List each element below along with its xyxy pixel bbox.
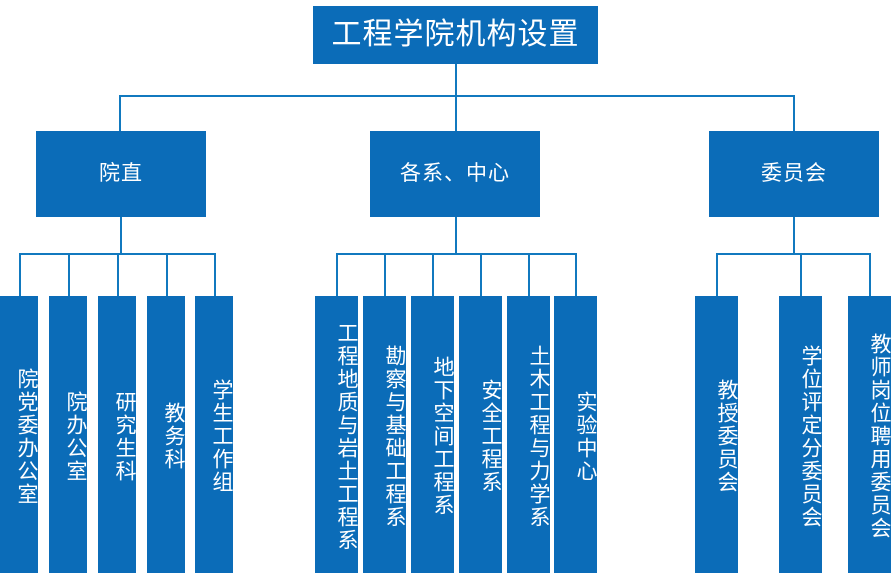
connector-leaf-1-3 xyxy=(117,253,119,296)
org-leaf-label-2-1: 工程地质与岩土工程系 xyxy=(335,321,359,552)
connector-drop-group-3 xyxy=(793,95,795,131)
connector-leaf-2-4 xyxy=(480,253,482,296)
org-leaf-node-2-3[interactable]: 地下空间工程系 xyxy=(411,296,455,573)
connector-root-stem xyxy=(455,64,457,96)
org-leaf-label-1-3: 研究生科 xyxy=(113,390,137,483)
org-leaf-node-2-6[interactable]: 实验中心 xyxy=(554,296,598,573)
org-root-label: 工程学院机构设置 xyxy=(331,17,580,53)
connector-leaf-2-3 xyxy=(432,253,434,296)
connector-group-2-bus xyxy=(336,253,576,255)
org-group-node-3[interactable]: 委员会 xyxy=(709,131,879,217)
connector-drop-group-2 xyxy=(455,95,457,131)
org-leaf-node-2-1[interactable]: 工程地质与岩土工程系 xyxy=(315,296,359,573)
org-leaf-node-2-2[interactable]: 勘察与基础工程系 xyxy=(363,296,407,573)
org-leaf-node-3-2[interactable]: 学位评定分委员会 xyxy=(779,296,823,573)
org-leaf-label-2-2: 勘察与基础工程系 xyxy=(383,344,407,529)
connector-drop-group-1 xyxy=(119,95,121,131)
org-leaf-label-1-4: 教务科 xyxy=(162,402,186,471)
org-leaf-node-3-1[interactable]: 教授委员会 xyxy=(695,296,739,573)
connector-group-3-stem xyxy=(793,217,795,254)
connector-leaf-1-2 xyxy=(68,253,70,296)
org-leaf-label-3-1: 教授委员会 xyxy=(715,379,739,494)
connector-leaf-1-4 xyxy=(166,253,168,296)
org-leaf-label-1-1: 院党委办公室 xyxy=(15,367,39,506)
org-leaf-label-2-5: 土木工程与力学系 xyxy=(527,344,551,529)
org-leaf-node-1-4[interactable]: 教务科 xyxy=(147,296,186,573)
connector-leaf-2-5 xyxy=(528,253,530,296)
org-leaf-label-1-5: 学生工作组 xyxy=(210,379,234,494)
org-group-label-3: 委员会 xyxy=(761,161,827,186)
connector-leaf-3-2 xyxy=(800,253,802,296)
org-leaf-node-1-2[interactable]: 院办公室 xyxy=(49,296,88,573)
org-leaf-label-2-6: 实验中心 xyxy=(574,390,598,483)
org-leaf-node-3-3[interactable]: 教师岗位聘用委员会 xyxy=(848,296,892,573)
connector-leaf-1-1 xyxy=(19,253,21,296)
org-leaf-node-2-5[interactable]: 土木工程与力学系 xyxy=(507,296,551,573)
connector-leaf-1-5 xyxy=(214,253,216,296)
org-leaf-label-3-3: 教师岗位聘用委员会 xyxy=(868,333,892,540)
org-root-node[interactable]: 工程学院机构设置 xyxy=(313,6,598,64)
org-leaf-node-1-1[interactable]: 院党委办公室 xyxy=(0,296,39,573)
org-leaf-label-2-3: 地下空间工程系 xyxy=(431,356,455,517)
org-group-node-2[interactable]: 各系、中心 xyxy=(370,131,540,217)
org-group-label-1: 院直 xyxy=(99,161,143,186)
connector-group-2-stem xyxy=(455,217,457,254)
org-leaf-label-3-2: 学位评定分委员会 xyxy=(799,344,823,529)
org-group-node-1[interactable]: 院直 xyxy=(36,131,206,217)
connector-group-1-stem xyxy=(120,217,122,254)
org-leaf-node-2-4[interactable]: 安全工程系 xyxy=(459,296,503,573)
connector-group-3-bus xyxy=(716,253,871,255)
org-leaf-label-1-2: 院办公室 xyxy=(64,390,88,483)
connector-leaf-2-6 xyxy=(575,253,577,296)
connector-leaf-2-2 xyxy=(384,253,386,296)
connector-leaf-3-1 xyxy=(716,253,718,296)
org-leaf-node-1-5[interactable]: 学生工作组 xyxy=(195,296,234,573)
connector-leaf-3-3 xyxy=(869,253,871,296)
org-leaf-label-2-4: 安全工程系 xyxy=(479,379,503,494)
org-group-label-2: 各系、中心 xyxy=(400,161,510,186)
org-leaf-node-1-3[interactable]: 研究生科 xyxy=(98,296,137,573)
connector-leaf-2-1 xyxy=(336,253,338,296)
